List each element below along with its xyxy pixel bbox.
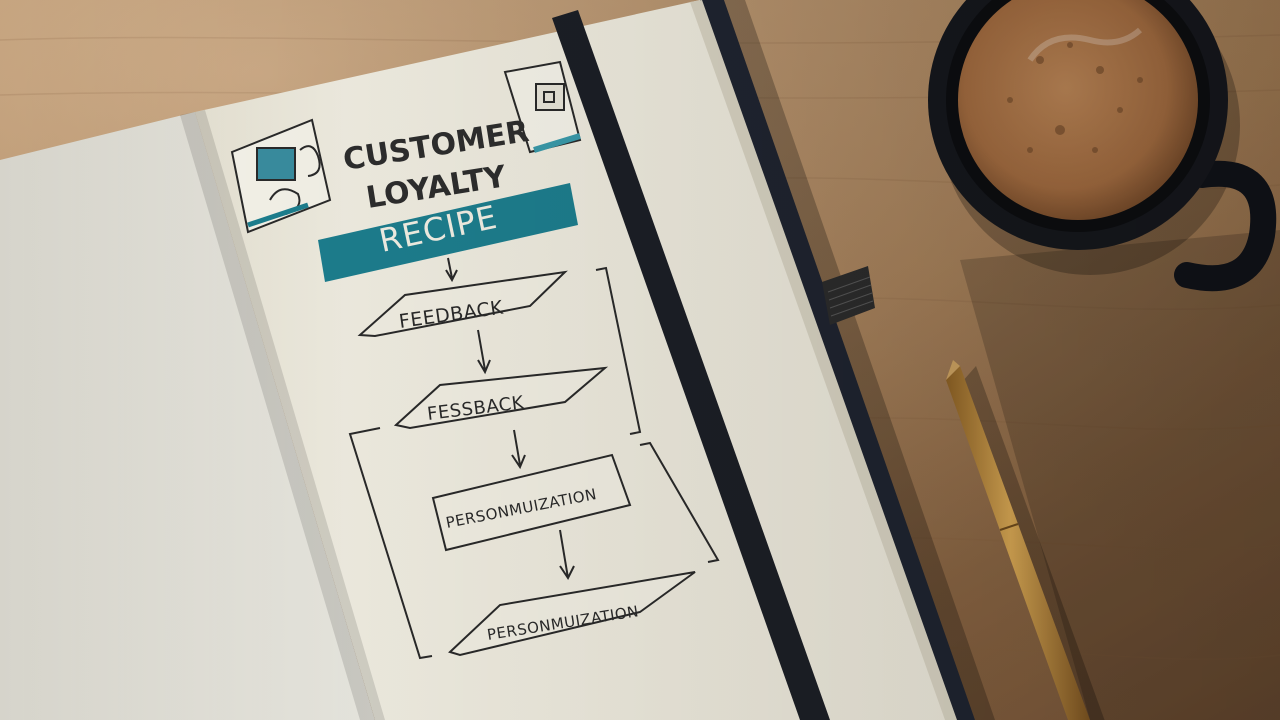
desk-scene: CUSTOMER LOYALTY RECIPE FEEDBACK FESSBAC…	[0, 0, 1280, 720]
scene-svg: CUSTOMER LOYALTY RECIPE FEEDBACK FESSBAC…	[0, 0, 1280, 720]
vignette	[0, 0, 1280, 720]
